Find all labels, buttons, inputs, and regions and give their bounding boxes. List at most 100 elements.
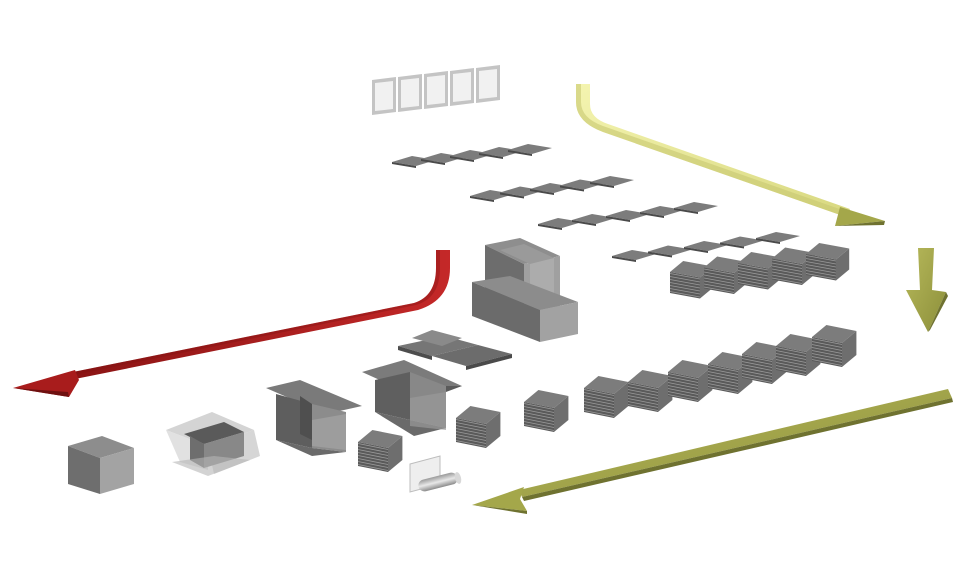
sheet-layer (737, 264, 769, 271)
flat-sheet (756, 232, 800, 244)
sheet-layer (737, 273, 769, 280)
flat-sheet (538, 218, 582, 230)
sheet-layer (669, 285, 701, 292)
sheet-stack-front (812, 337, 842, 367)
sheet-layer (455, 422, 487, 429)
green-down-arrow (906, 248, 948, 332)
film-panel (476, 65, 500, 103)
flat-sheet (572, 214, 616, 226)
sheet-stack (583, 376, 629, 418)
sheet-stack-front (628, 382, 658, 412)
flat-sheet (684, 241, 728, 253)
film-panel-glass (479, 69, 497, 99)
sheet-stack-front (776, 346, 806, 376)
sheet-layer (775, 347, 807, 354)
sheet-layer (707, 365, 739, 372)
sheet-layer (741, 361, 773, 368)
sheet-layer (583, 410, 615, 417)
flat-sheet-edge (392, 162, 416, 168)
sheet-layer (627, 395, 659, 402)
sheet-layer (627, 386, 659, 393)
sheet-layer (627, 401, 659, 408)
sheet-layer (455, 428, 487, 435)
sheet-layer (771, 259, 803, 266)
sheet-layer (667, 394, 699, 401)
sheet-stacks-bottom (357, 325, 857, 472)
sheet-layer (703, 283, 735, 290)
sheet-stack-top (456, 406, 501, 424)
sheet-layer (707, 380, 739, 387)
sheet-layer (627, 404, 659, 411)
sheet-layer (741, 367, 773, 374)
sheet-layer (805, 264, 837, 271)
sheet-layer (775, 365, 807, 372)
sheet-stack-top (668, 360, 713, 378)
sheet-layer (667, 376, 699, 383)
sheet-layer (707, 383, 739, 390)
flat-sheet-edge (674, 208, 698, 214)
sheet-layer (455, 425, 487, 432)
sheet-stack-top (524, 390, 569, 408)
sheet-layer (667, 388, 699, 395)
sheet-layer (805, 258, 837, 265)
sheet-layer (357, 461, 389, 468)
flat-sheet-top (538, 218, 582, 228)
sheet-layer (737, 270, 769, 277)
flat-sheet-edge (684, 247, 708, 253)
sheet-layer (667, 385, 699, 392)
sheet-layer (523, 418, 555, 425)
sheet-layer (707, 377, 739, 384)
sheet-stack-front (524, 402, 554, 432)
sheet-layer (667, 379, 699, 386)
arrows (13, 84, 953, 514)
sheet-layer (811, 353, 843, 360)
flat-sheet-edge (720, 242, 744, 249)
film-panel (398, 74, 422, 112)
sheet-layer (771, 274, 803, 281)
sheet-layer (583, 401, 615, 408)
sheet-layer (703, 268, 735, 275)
sheet-layer (775, 368, 807, 375)
flat-open-tray (398, 330, 512, 370)
flat-sheet (674, 202, 718, 214)
sheet-stack-top (738, 252, 782, 269)
sheet-layer (811, 356, 843, 363)
flat-sheet-edge (590, 182, 614, 188)
finished-cube (68, 436, 134, 494)
sheet-layer (741, 370, 773, 377)
sheet-layer (805, 273, 837, 280)
sheet-layer (357, 455, 389, 462)
flat-sheet-edge (756, 238, 780, 244)
sheet-stack (669, 261, 714, 299)
sheet-layer (737, 282, 769, 289)
sheet-layer (583, 395, 615, 402)
sheet-stack-top (742, 342, 787, 360)
film-panel (450, 68, 474, 106)
flat-sheet-edge (572, 220, 596, 226)
sheet-layer (583, 407, 615, 414)
sheet-layer (667, 391, 699, 398)
flat-sheet-edge (450, 156, 474, 162)
sheet-layer (455, 431, 487, 438)
sheet-layer (523, 403, 555, 410)
sheet-stack-front (584, 388, 614, 418)
flat-sheet-top (674, 202, 718, 212)
flat-sheet (720, 236, 764, 249)
flat-sheet-edge (421, 159, 445, 165)
sheet-stack-top (776, 334, 821, 352)
sheet-layer (523, 412, 555, 419)
sheet-layer (811, 338, 843, 345)
sheet-layer (811, 344, 843, 351)
sheet-layer (357, 452, 389, 459)
flat-sheet-edge (530, 189, 554, 195)
sheet-layer (703, 286, 735, 293)
sheet-stack-top (584, 376, 629, 394)
sheet-layer (523, 406, 555, 413)
sheet-layer (627, 398, 659, 405)
sheet-layer (805, 270, 837, 277)
sheet-layer (775, 362, 807, 369)
sheet-layer (771, 268, 803, 275)
film-roll (409, 455, 462, 493)
sheet-layer (737, 267, 769, 274)
sheet-stack-side (614, 382, 629, 418)
